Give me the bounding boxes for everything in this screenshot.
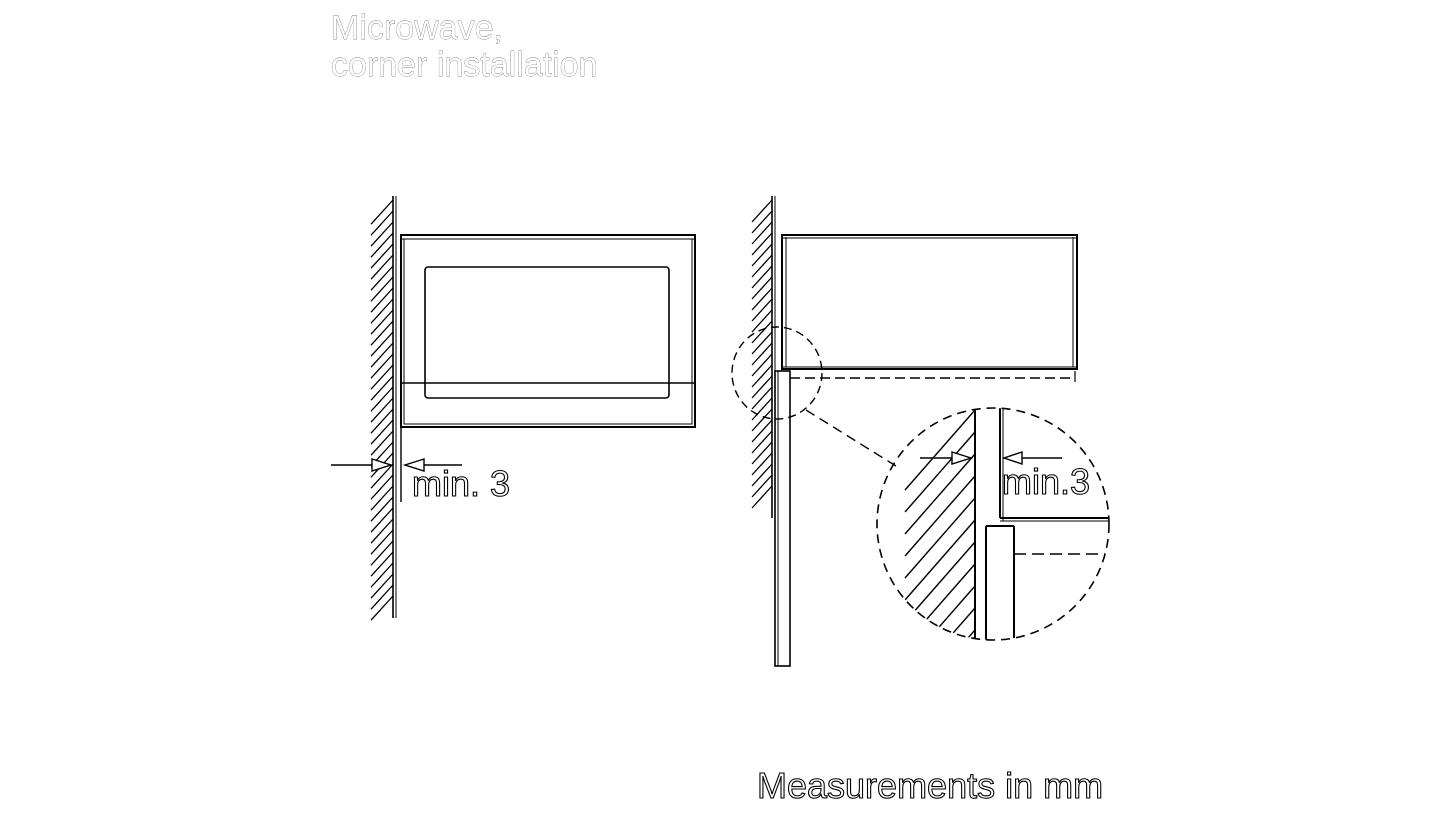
wall-hatch-line xyxy=(370,430,394,456)
wall-hatch-line xyxy=(370,408,394,434)
wall-hatch-line xyxy=(751,309,773,333)
right-microwave-body xyxy=(781,234,1078,370)
wall-hatch-line xyxy=(370,254,394,280)
wall-hatch-line xyxy=(370,485,394,511)
detail-hatch-line xyxy=(904,541,976,623)
wall-hatch-line xyxy=(370,573,394,599)
wall-hatch-line xyxy=(751,474,773,498)
wall-hatch-line xyxy=(370,342,394,368)
left-microwave-window xyxy=(424,266,670,399)
wall-hatch-line xyxy=(370,331,394,357)
wall-hatch-line xyxy=(370,221,394,247)
wall-hatch-line xyxy=(370,320,394,346)
detail-hatch-line xyxy=(904,475,976,557)
wall-hatch-line xyxy=(751,199,773,223)
detail-hatch-line xyxy=(905,652,975,732)
detail-hatch-line xyxy=(904,629,976,640)
wall-hatch-line xyxy=(751,243,773,267)
wall-hatch-line xyxy=(751,441,773,465)
wall-hatch-line xyxy=(370,463,394,489)
title-line-2: corner installation xyxy=(331,46,598,84)
wall-hatch-line xyxy=(370,496,394,522)
wall-hatch-line xyxy=(370,386,394,412)
wall-hatch-line xyxy=(751,276,773,300)
wall-hatch-line xyxy=(751,353,773,377)
detail-hatch-line xyxy=(904,563,976,640)
wall-hatch-line xyxy=(370,309,394,335)
right-side-view xyxy=(731,196,1110,776)
detail-hatch-line xyxy=(904,519,976,601)
wall-hatch-line xyxy=(751,298,773,322)
wall-hatch-line xyxy=(751,452,773,476)
wall-hatch-line xyxy=(370,265,394,291)
detail-hatch-line xyxy=(904,409,976,491)
right-door-panel xyxy=(774,370,791,667)
wall-hatch-line xyxy=(751,232,773,256)
wall-hatch-line xyxy=(751,221,773,245)
left-clearance-label: min. 3 xyxy=(411,463,511,504)
detail-marker-circle xyxy=(731,326,823,420)
wall-hatch-line xyxy=(370,584,394,610)
wall-hatch-line xyxy=(370,540,394,566)
wall-hatch-line xyxy=(370,375,394,401)
title-line-1: Microwave, xyxy=(331,9,503,47)
wall-hatch-line xyxy=(751,485,773,509)
detail-hatch-line xyxy=(904,607,976,640)
detail-hatch-line xyxy=(905,674,975,754)
wall-hatch-line xyxy=(751,210,773,234)
detail-hatch-line xyxy=(904,453,976,535)
wall-hatch-line xyxy=(751,364,773,388)
wall-hatch-line xyxy=(751,386,773,410)
detail-hatch-line xyxy=(904,431,976,513)
wall-hatch-line xyxy=(751,375,773,399)
wall-hatch-line xyxy=(370,276,394,302)
wall-hatch-line xyxy=(370,474,394,500)
wall-hatch-line xyxy=(370,232,394,258)
wall-hatch-line xyxy=(751,463,773,487)
wall-hatch-line xyxy=(370,551,394,577)
left-wall-hatching xyxy=(370,199,394,621)
left-dimension-arrows xyxy=(331,458,462,472)
left-microwave-front xyxy=(400,234,696,428)
wall-hatch-line xyxy=(370,353,394,379)
wall-hatch-line xyxy=(370,419,394,445)
left-front-view xyxy=(331,196,696,621)
detail-leader-upper xyxy=(805,409,897,467)
detail-hatch-line xyxy=(904,497,976,579)
wall-hatch-line xyxy=(370,287,394,313)
wall-hatch-line xyxy=(751,397,773,421)
wall-hatch-line xyxy=(751,419,773,443)
wall-hatch-line xyxy=(751,287,773,311)
wall-hatch-line xyxy=(370,518,394,544)
wall-hatch-line xyxy=(751,408,773,432)
wall-hatch-line xyxy=(751,320,773,344)
wall-hatch-line xyxy=(370,397,394,423)
wall-hatch-line xyxy=(370,199,394,225)
right-wall-hatching xyxy=(751,199,773,509)
wall-hatch-line xyxy=(370,507,394,533)
wall-hatch-line xyxy=(751,254,773,278)
detail-hatch-line xyxy=(904,585,976,640)
wall-hatch-line xyxy=(751,265,773,289)
wall-hatch-line xyxy=(751,331,773,355)
detail-hatch-line xyxy=(905,696,975,776)
detail-circle xyxy=(876,407,1110,641)
wall-hatch-line xyxy=(370,364,394,390)
wall-hatch-line xyxy=(370,243,394,269)
wall-hatch-line xyxy=(370,298,394,324)
wall-hatch-line xyxy=(751,342,773,366)
wall-hatch-line xyxy=(370,595,394,621)
wall-hatch-line xyxy=(370,562,394,588)
wall-hatch-line xyxy=(370,210,394,236)
units-note: Measurements in mm xyxy=(756,765,1104,806)
right-dimension-arrows xyxy=(920,451,1062,465)
wall-hatch-line xyxy=(370,529,394,555)
wall-hatch-line xyxy=(751,430,773,454)
right-clearance-label: min.3 xyxy=(1001,461,1091,502)
